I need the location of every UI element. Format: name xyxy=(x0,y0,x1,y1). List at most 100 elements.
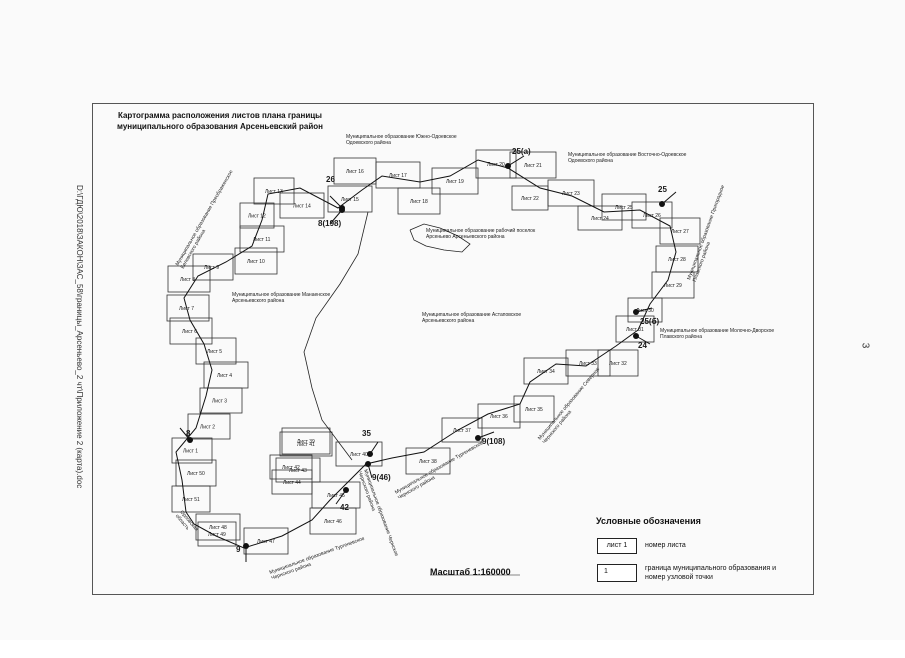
sheet-label: Лист 48 xyxy=(209,525,227,531)
sheet-label: Лист 6 xyxy=(182,329,197,335)
region-label: Муниципальное образование Преображенское… xyxy=(175,169,240,270)
sheet-box xyxy=(187,413,231,440)
region-label: Муниципальное образование ПригородноеПла… xyxy=(686,184,732,283)
sheet-label: Лист 10 xyxy=(247,259,265,265)
node-label: 25(а) xyxy=(512,147,531,156)
sheet-box xyxy=(513,395,555,423)
settlement-boundary xyxy=(409,223,471,253)
node-point xyxy=(633,309,639,315)
legend-sheet-sample: лист 1 xyxy=(597,538,637,554)
legend-node-sample: 1 xyxy=(597,564,637,582)
sheet-label: Лист 50 xyxy=(187,471,205,477)
node-point xyxy=(505,163,511,169)
sheet-label: Лист 30 xyxy=(636,308,654,314)
node-arrow xyxy=(507,155,525,167)
node-label: 25 xyxy=(658,185,667,194)
region-label: Муниципальное образование ТургеневскоеЧе… xyxy=(269,536,368,582)
node-point xyxy=(187,437,193,443)
sheet-label: Лист 47 xyxy=(257,539,275,545)
sheet-box xyxy=(281,427,331,455)
sheet-label: Лист 1 xyxy=(183,449,198,455)
sheet-box xyxy=(279,192,325,219)
sheet-label: Лист 13 xyxy=(265,189,283,195)
document-page: D:\ГДЮ\2018\ЗАКОН\ЗАС_58\границы_Арсенье… xyxy=(75,103,871,595)
region-label: Муниципальное образование Восточно-Одоев… xyxy=(568,152,687,164)
sheet-label: Лист 28 xyxy=(668,257,686,263)
sheet-label: Лист 3 xyxy=(212,399,227,405)
node-point xyxy=(475,435,481,441)
node-arrow xyxy=(661,191,677,205)
sheet-label: Лист 45 xyxy=(327,493,345,499)
district-divider xyxy=(303,211,369,461)
sheet-box xyxy=(253,177,295,205)
sheet-box xyxy=(405,447,451,475)
sheet-box xyxy=(565,349,611,377)
sheet-box xyxy=(239,225,285,253)
map-title: Картограмма расположения листов плана гр… xyxy=(117,111,323,131)
sheet-label: Лист 35 xyxy=(525,407,543,413)
sheet-label: Лист 29 xyxy=(664,283,682,289)
region-label: Орловскаяобласть xyxy=(174,509,200,536)
node-point xyxy=(367,451,373,457)
sheet-label: Лист 39 xyxy=(297,439,315,445)
sheet-label: Лист 37 xyxy=(453,428,471,434)
sheet-box xyxy=(475,149,517,179)
node-label: 25(б) xyxy=(640,317,660,326)
node-label: 9(108) xyxy=(482,437,505,446)
sheet-box xyxy=(192,253,234,281)
sheet-box xyxy=(601,193,647,221)
sheet-label: Лист 32 xyxy=(609,361,627,367)
sheet-label: Лист 44 xyxy=(283,480,301,486)
sheet-label: Лист 36 xyxy=(490,414,508,420)
map-scale: Масштаб 1:160000 xyxy=(430,567,511,577)
sheet-box xyxy=(523,357,569,385)
region-label: Муниципальное образование рабочий посело… xyxy=(426,227,536,240)
sheet-label: Лист 27 xyxy=(671,229,689,235)
sheet-box xyxy=(203,361,249,389)
legend-sheet-label: номер листа xyxy=(645,542,686,549)
sheet-label: Лист 15 xyxy=(341,197,359,203)
sheet-box xyxy=(397,187,441,215)
node-label: 8(198) xyxy=(318,219,341,228)
sheet-box xyxy=(477,403,521,429)
sheet-label: Лист 46 xyxy=(324,519,342,525)
sheet-box xyxy=(243,527,289,555)
sheet-label: Лист 21 xyxy=(524,163,542,169)
sheet-label: Лист 25 xyxy=(615,205,633,211)
sheet-box xyxy=(166,294,210,322)
sheet-label: Лист 40 xyxy=(350,452,368,458)
region-label: Муниципальное образование ТургеневскоеЧе… xyxy=(394,440,488,501)
sheet-box xyxy=(659,217,701,245)
sheet-label: Лист 24 xyxy=(591,216,609,222)
node-arrow xyxy=(329,209,343,225)
sheet-box xyxy=(239,202,275,229)
sheet-label: Лист 11 xyxy=(253,237,271,243)
sheet-box xyxy=(169,317,213,345)
sheet-box xyxy=(171,485,211,513)
sheet-label: Лист 23 xyxy=(562,191,580,197)
sheet-label: Лист 34 xyxy=(537,369,555,375)
sheet-box xyxy=(627,297,663,323)
sheet-label: Лист 8 xyxy=(180,277,195,283)
sheet-box xyxy=(547,179,595,207)
sheet-label: Лист 12 xyxy=(248,214,266,220)
sheet-label: Лист 43 xyxy=(289,468,307,474)
sheet-label: Лист 33 xyxy=(579,361,597,367)
node-label: 26 xyxy=(326,175,335,184)
region-label: Муниципальное образование Южно-Одоевское… xyxy=(346,134,457,146)
sheet-label: Лист 22 xyxy=(521,196,539,202)
sheet-box xyxy=(269,454,313,480)
sheet-box xyxy=(195,337,237,365)
region-label: Муниципальное образование СеверноеЧернск… xyxy=(537,366,606,445)
sheet-box xyxy=(279,431,333,457)
sheet-box xyxy=(195,513,241,541)
sheet-label: Лист 31 xyxy=(626,327,644,333)
sheet-label: Лист 38 xyxy=(419,459,437,465)
sheet-label: Лист 16 xyxy=(346,169,364,175)
sheet-box xyxy=(615,315,655,343)
sheet-box xyxy=(577,205,623,231)
sheet-box xyxy=(441,417,483,443)
